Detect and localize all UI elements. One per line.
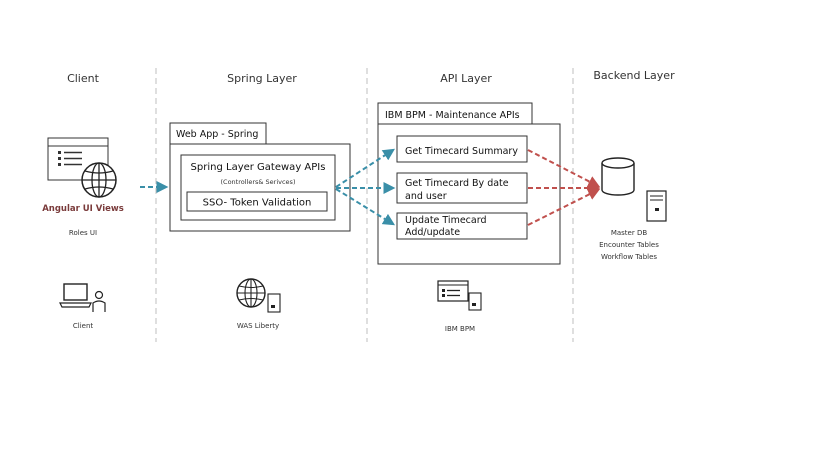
red-arrows (527, 149, 601, 226)
ibm-bpm-container-title: IBM BPM - Maintenance APIs (385, 110, 520, 121)
globe-server-icon (236, 278, 281, 313)
arrow-api-1-to-db (527, 149, 601, 188)
layer-header-api: API Layer (440, 72, 492, 85)
api-item-2-line-1: Get Timecard By date (405, 178, 509, 189)
server-tower-icon (646, 190, 667, 222)
backend-line-1: Master DB (611, 229, 648, 237)
web-app-container-title: Web App - Spring (176, 129, 258, 140)
api-item-3-line-1: Update Timecard (405, 215, 487, 226)
api-item-2: Get Timecard By date and user (396, 172, 528, 204)
browser-globe-icon (47, 137, 117, 198)
client-user-label: Client (73, 322, 94, 330)
backend-line-2: Encounter Tables (599, 241, 659, 249)
layer-header-client: Client (67, 72, 100, 85)
api-item-2-line-2: and user (405, 191, 447, 202)
spring-server-label: WAS Liberty (237, 322, 279, 330)
gateway-title: Spring Layer Gateway APIs (191, 162, 326, 173)
client-ui-subtitle: Roles UI (69, 229, 97, 237)
api-item-3-line-2: Add/update (405, 227, 460, 238)
api-server-label: IBM BPM (445, 325, 475, 333)
database-icon (601, 157, 635, 196)
client-ui-title: Angular UI Views (42, 204, 124, 214)
arrow-api-3-to-db (527, 188, 601, 226)
arrow-spring-to-api-1 (335, 148, 396, 188)
web-app-container-tab (169, 122, 267, 145)
layer-header-backend: Backend Layer (593, 69, 675, 82)
api-item-1-line-1: Get Timecard Summary (405, 146, 518, 157)
laptop-user-icon (59, 283, 106, 312)
gateway-subtitle: (Controllers& Serivces) (221, 178, 296, 186)
layer-header-spring: Spring Layer (227, 72, 297, 85)
sso-label: SSO- Token Validation (203, 198, 312, 209)
blue-arrows (140, 148, 396, 226)
api-item-1: Get Timecard Summary (396, 135, 528, 163)
arrow-spring-to-api-3 (335, 188, 396, 226)
sso-box (186, 191, 328, 212)
layer-dividers (155, 68, 574, 342)
backend-line-3: Workflow Tables (601, 253, 657, 261)
window-server-icon (437, 280, 482, 311)
ibm-bpm-container-tab (377, 102, 533, 125)
api-item-3: Update Timecard Add/update (396, 212, 528, 240)
